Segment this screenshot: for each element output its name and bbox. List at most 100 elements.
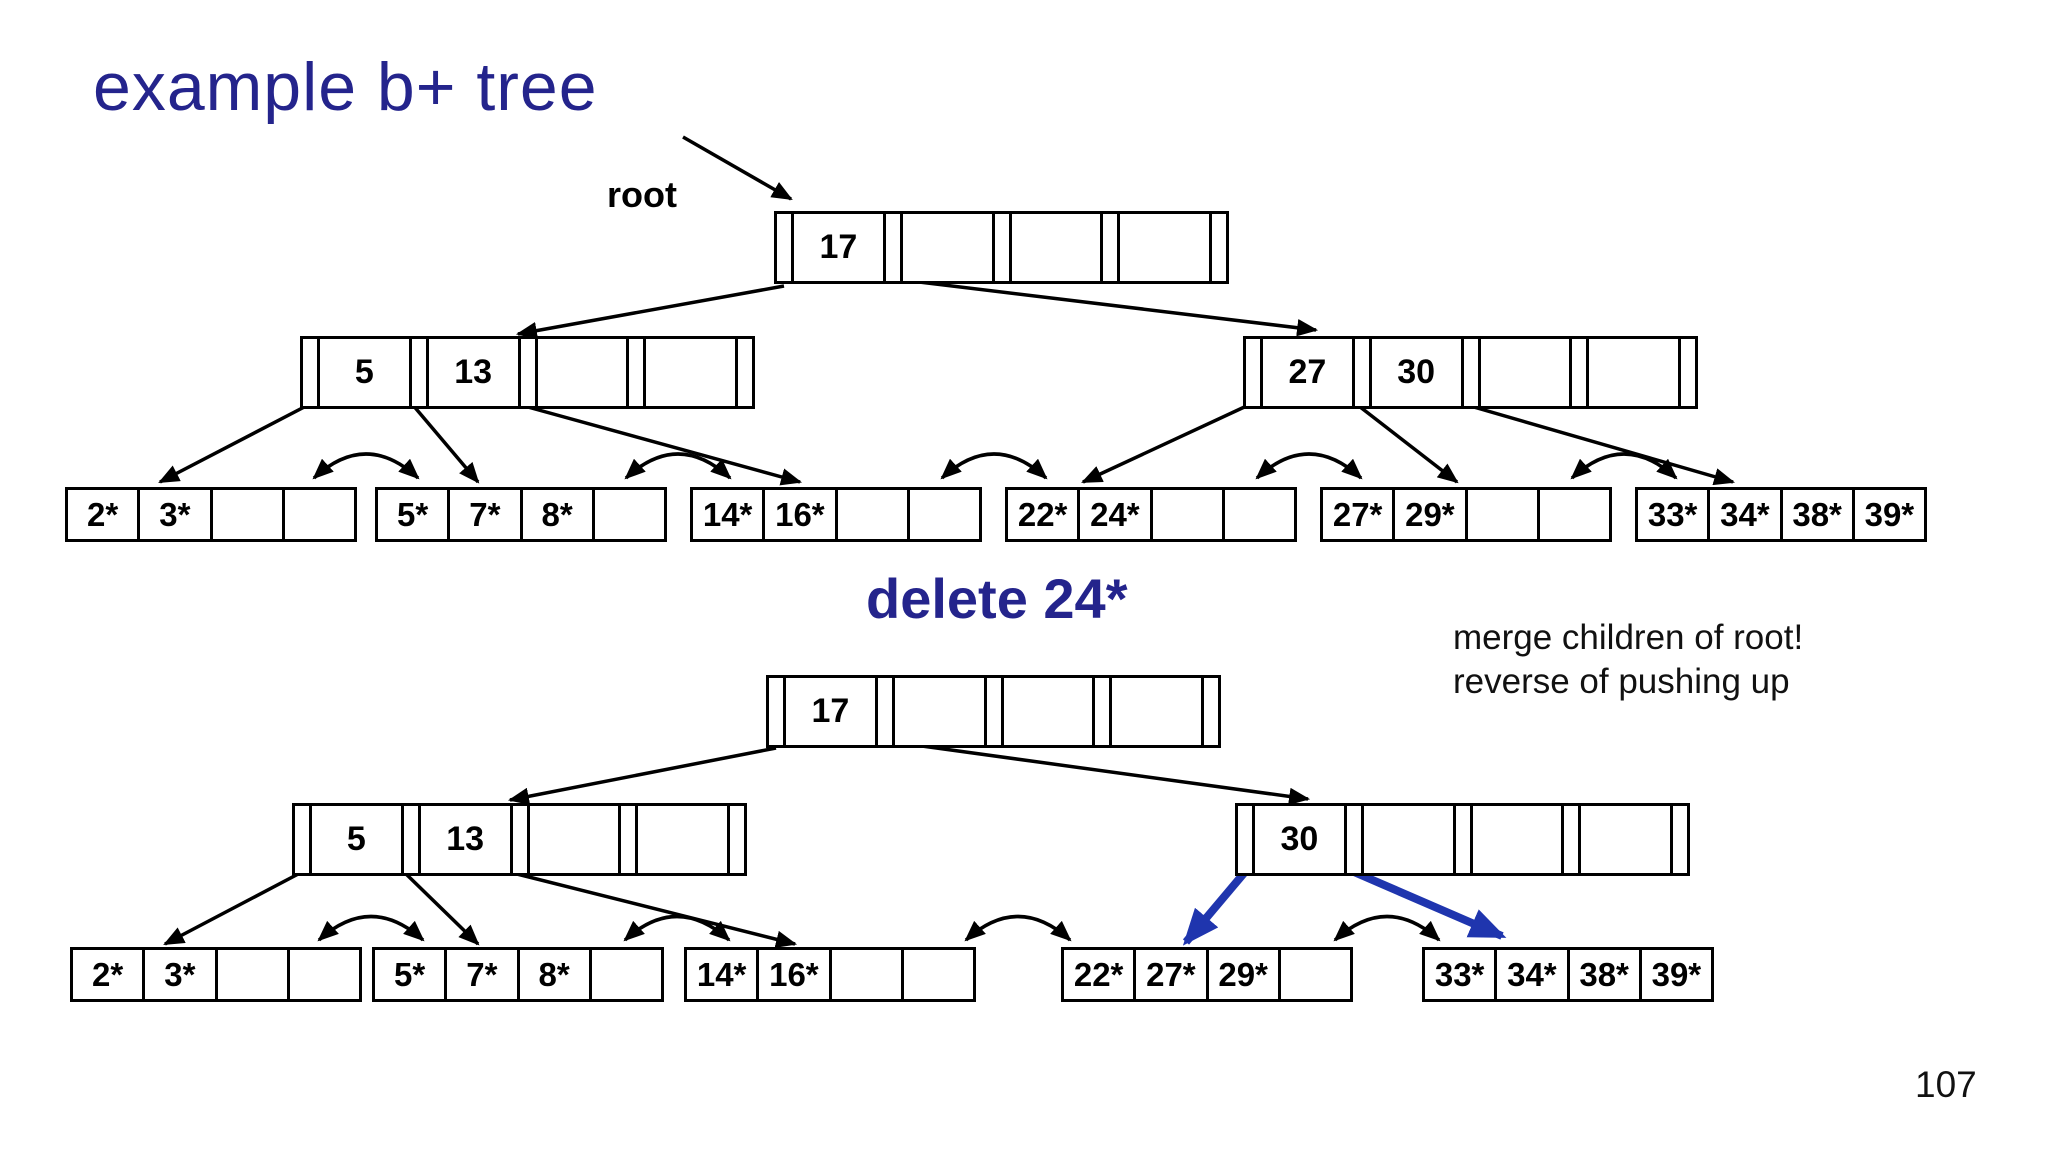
pointer-cell <box>1355 339 1372 406</box>
leaf-cell: 38* <box>1570 950 1642 999</box>
tree2-leaf-node: 5* 7* 8* <box>372 947 664 1002</box>
key-cell: 30 <box>1372 339 1464 406</box>
leaf-cell <box>1540 490 1609 539</box>
pointer-cell <box>1095 678 1113 745</box>
pointer-cell <box>1564 806 1582 873</box>
annotation: merge children of root! reverse of pushi… <box>1453 616 1803 704</box>
key-cell <box>1481 339 1573 406</box>
leaf-cell: 16* <box>765 490 838 539</box>
root-callout-arrow <box>682 135 793 201</box>
leaf-cell <box>838 490 910 539</box>
leaf-cell: 8* <box>520 950 592 999</box>
leaf-cell: 14* <box>693 490 766 539</box>
leaf-cell <box>832 950 904 999</box>
sibling-link-arrow <box>312 452 420 480</box>
key-cell <box>538 339 630 406</box>
key-cell <box>1581 806 1673 873</box>
pointer-cell <box>1456 806 1473 873</box>
pointer-cell <box>886 214 903 281</box>
leaf-cell: 22* <box>1008 490 1081 539</box>
leaf-cell: 7* <box>447 950 520 999</box>
leaf-cell: 29* <box>1209 950 1281 999</box>
tree2-root-node: 17 <box>766 675 1221 748</box>
pointer-cell <box>738 339 752 406</box>
leaf-cell <box>1281 950 1350 999</box>
tree1-leaf-node: 5* 7* 8* <box>375 487 667 542</box>
key-cell <box>646 339 738 406</box>
pointer-cell <box>1347 806 1364 873</box>
leaf-cell <box>1225 490 1294 539</box>
merge-arrow-right <box>1352 868 1507 940</box>
root-to-left-child-arrow <box>507 746 777 805</box>
sibling-link-arrow <box>623 914 731 942</box>
leaf-cell: 3* <box>145 950 218 999</box>
root-label: root <box>607 174 677 215</box>
pointer-cell <box>1204 678 1218 745</box>
key-cell: 13 <box>421 806 513 873</box>
key-cell <box>530 806 622 873</box>
page-title: example b+ tree <box>93 49 598 125</box>
pointer-cell <box>777 214 794 281</box>
key-cell <box>1473 806 1565 873</box>
pointer-cell <box>769 678 786 745</box>
leaf-cell <box>290 950 359 999</box>
pointer-cell <box>513 806 530 873</box>
tree1-leaf-node: 27* 29* <box>1320 487 1612 542</box>
key-cell: 30 <box>1255 806 1347 873</box>
tree2-internal-left-node: 5 13 <box>292 803 747 876</box>
internal-to-leaf-arrow <box>1353 401 1459 484</box>
leaf-cell: 5* <box>375 950 448 999</box>
merge-arrow-left <box>1182 869 1249 946</box>
internal-to-leaf-arrow <box>516 402 803 486</box>
leaf-cell: 33* <box>1425 950 1498 999</box>
tree1-leaf-node: 2* 3* <box>65 487 357 542</box>
internal-to-leaf-arrow <box>1459 401 1736 486</box>
leaf-cell <box>904 950 973 999</box>
key-cell <box>1004 678 1096 745</box>
leaf-cell: 38* <box>1783 490 1855 539</box>
leaf-cell: 3* <box>140 490 213 539</box>
leaf-cell: 39* <box>1864 495 1915 533</box>
pointer-cell <box>629 339 647 406</box>
pointer-cell <box>412 339 429 406</box>
key-cell <box>1112 678 1204 745</box>
key-cell <box>638 806 730 873</box>
pointer-cell <box>1212 214 1226 281</box>
leaf-cell <box>1153 490 1225 539</box>
leaf-cell: 39* <box>1651 955 1702 993</box>
leaf-cell: 33* <box>1638 490 1711 539</box>
internal-to-leaf-arrow <box>410 402 480 484</box>
key-cell <box>1012 214 1104 281</box>
pointer-cell <box>404 806 421 873</box>
sibling-link-arrow <box>317 914 425 942</box>
pointer-cell <box>295 806 312 873</box>
leaf-cell <box>1468 490 1540 539</box>
pointer-cell <box>1246 339 1263 406</box>
pointer-cell <box>1673 806 1687 873</box>
leaf-cell: 8* <box>523 490 595 539</box>
key-cell <box>895 678 987 745</box>
leaf-cell: 16* <box>759 950 832 999</box>
tree1-sibling-arrows <box>312 452 1678 480</box>
page-number: 107 <box>1915 1064 1977 1105</box>
leaf-cell: 22* <box>1064 950 1137 999</box>
sibling-link-arrow <box>1255 452 1363 480</box>
pointer-cell <box>621 806 639 873</box>
tree1-leaf-node: 22* 24* <box>1005 487 1297 542</box>
internal-to-leaf-arrow <box>163 870 303 946</box>
tree2-leaf-node: 2* 3* <box>70 947 362 1002</box>
sibling-link-arrow <box>964 914 1072 942</box>
sibling-link-arrow <box>1570 452 1678 480</box>
tree1-leaf-node: 14* 16* <box>690 487 982 542</box>
tree1-internal-left-node: 5 13 <box>300 336 755 409</box>
annotation-line-2: reverse of pushing up <box>1453 661 1790 701</box>
delete-title: delete 24* <box>866 567 1128 630</box>
annotation-line-1: merge children of root! <box>1453 618 1804 657</box>
pointer-cell <box>1572 339 1590 406</box>
key-cell: 5 <box>320 339 412 406</box>
leaf-cell: 24* <box>1080 490 1153 539</box>
leaf-cell <box>218 950 290 999</box>
internal-to-leaf-arrow <box>1081 401 1254 484</box>
key-cell <box>903 214 995 281</box>
sibling-link-arrow <box>624 452 732 480</box>
